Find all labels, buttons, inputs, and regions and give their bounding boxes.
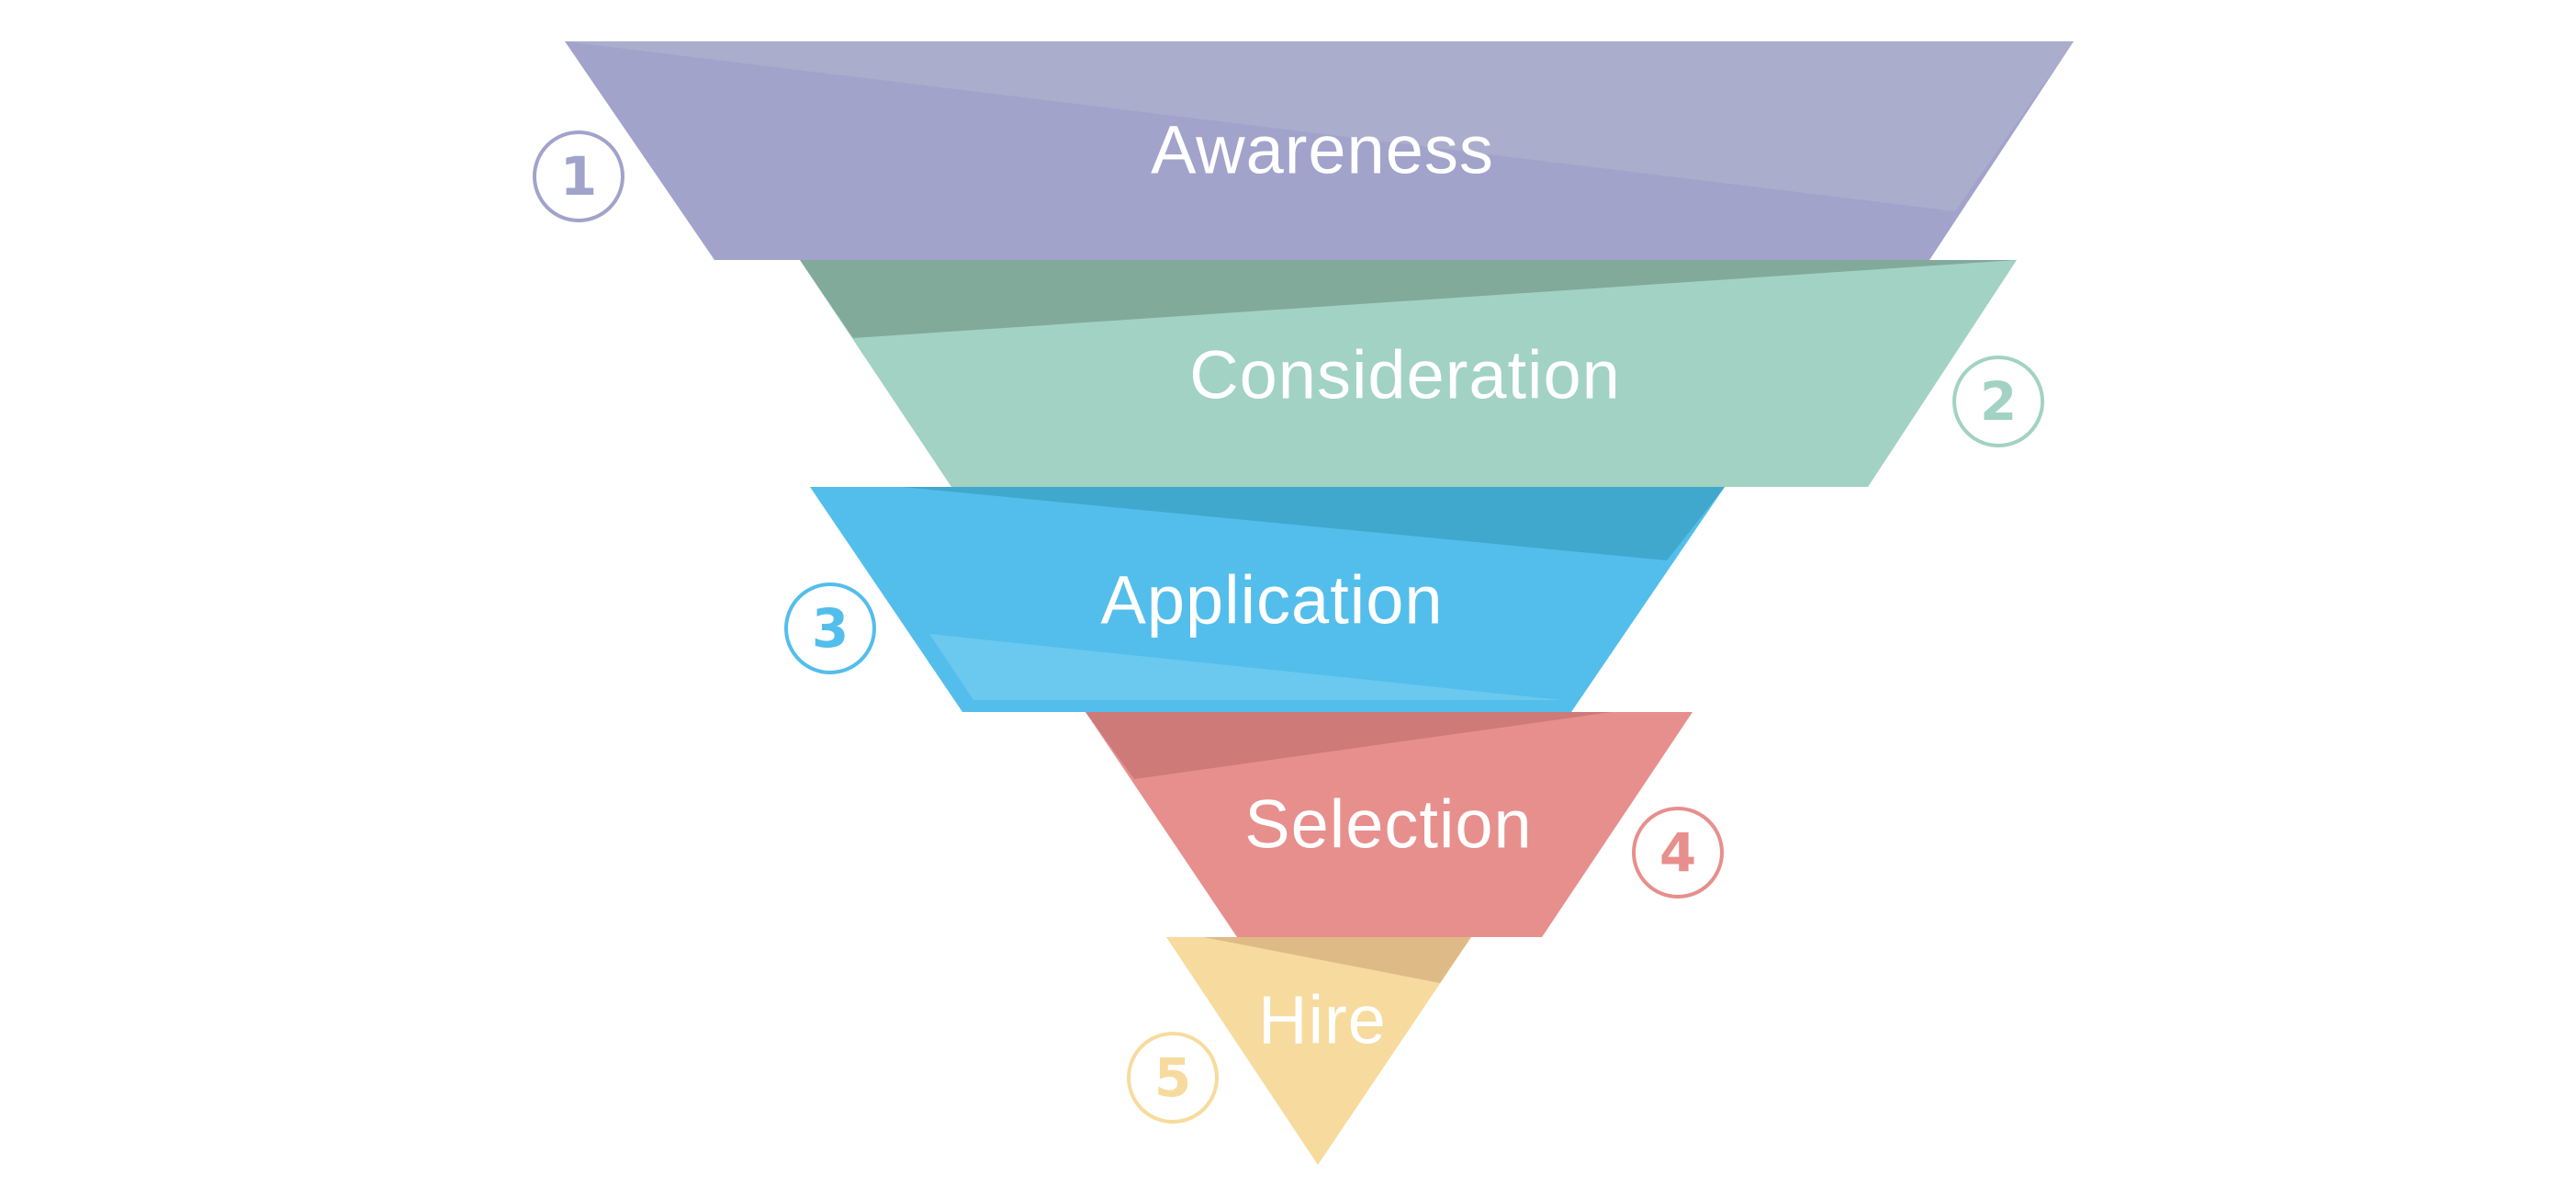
stage-band-selection: [1086, 712, 1693, 937]
funnel-stage-selection: Selection: [1086, 712, 1693, 937]
stage-badge-5: 5: [1127, 1032, 1219, 1124]
badge-ring: [533, 130, 624, 222]
stage-band-application-shadow: [902, 487, 1725, 560]
stage-badge-1: 1: [533, 130, 624, 222]
stage-label-selection: Selection: [1244, 786, 1532, 863]
funnel-stage-awareness: Awareness: [565, 41, 2074, 260]
stage-label-awareness: Awareness: [1151, 112, 1494, 188]
badge-number: 2: [1980, 370, 2017, 433]
funnel-stage-hire: Hire: [1166, 937, 1471, 1165]
funnel-stage-consideration: Consideration: [800, 260, 2017, 487]
stage-band-consideration-shadow: [800, 260, 2017, 338]
stage-band-application-highlight: [929, 634, 1561, 700]
badge-ring: [1952, 356, 2044, 447]
badge-ring: [1127, 1032, 1219, 1124]
badge-ring: [784, 582, 876, 674]
stage-band-selection-shadow: [1086, 712, 1612, 779]
stage-badge-3: 3: [784, 582, 876, 674]
stage-label-application: Application: [1100, 562, 1443, 639]
stage-band-hire-shadow: [1203, 937, 1471, 983]
funnel-stage-application: Application: [810, 487, 1725, 712]
stage-label-consideration: Consideration: [1189, 337, 1621, 413]
badge-number: 3: [812, 597, 849, 660]
badge-number: 5: [1154, 1046, 1191, 1109]
badge-number: 1: [560, 145, 597, 208]
stage-badge-2: 2: [1952, 356, 2044, 447]
stage-badge-4: 4: [1632, 807, 1724, 899]
stage-band-hire: [1166, 937, 1471, 1165]
stage-label-hire: Hire: [1258, 982, 1387, 1058]
badge-number: 4: [1659, 821, 1696, 884]
stage-band-awareness-highlight: [565, 41, 2074, 211]
badge-ring: [1632, 807, 1724, 899]
